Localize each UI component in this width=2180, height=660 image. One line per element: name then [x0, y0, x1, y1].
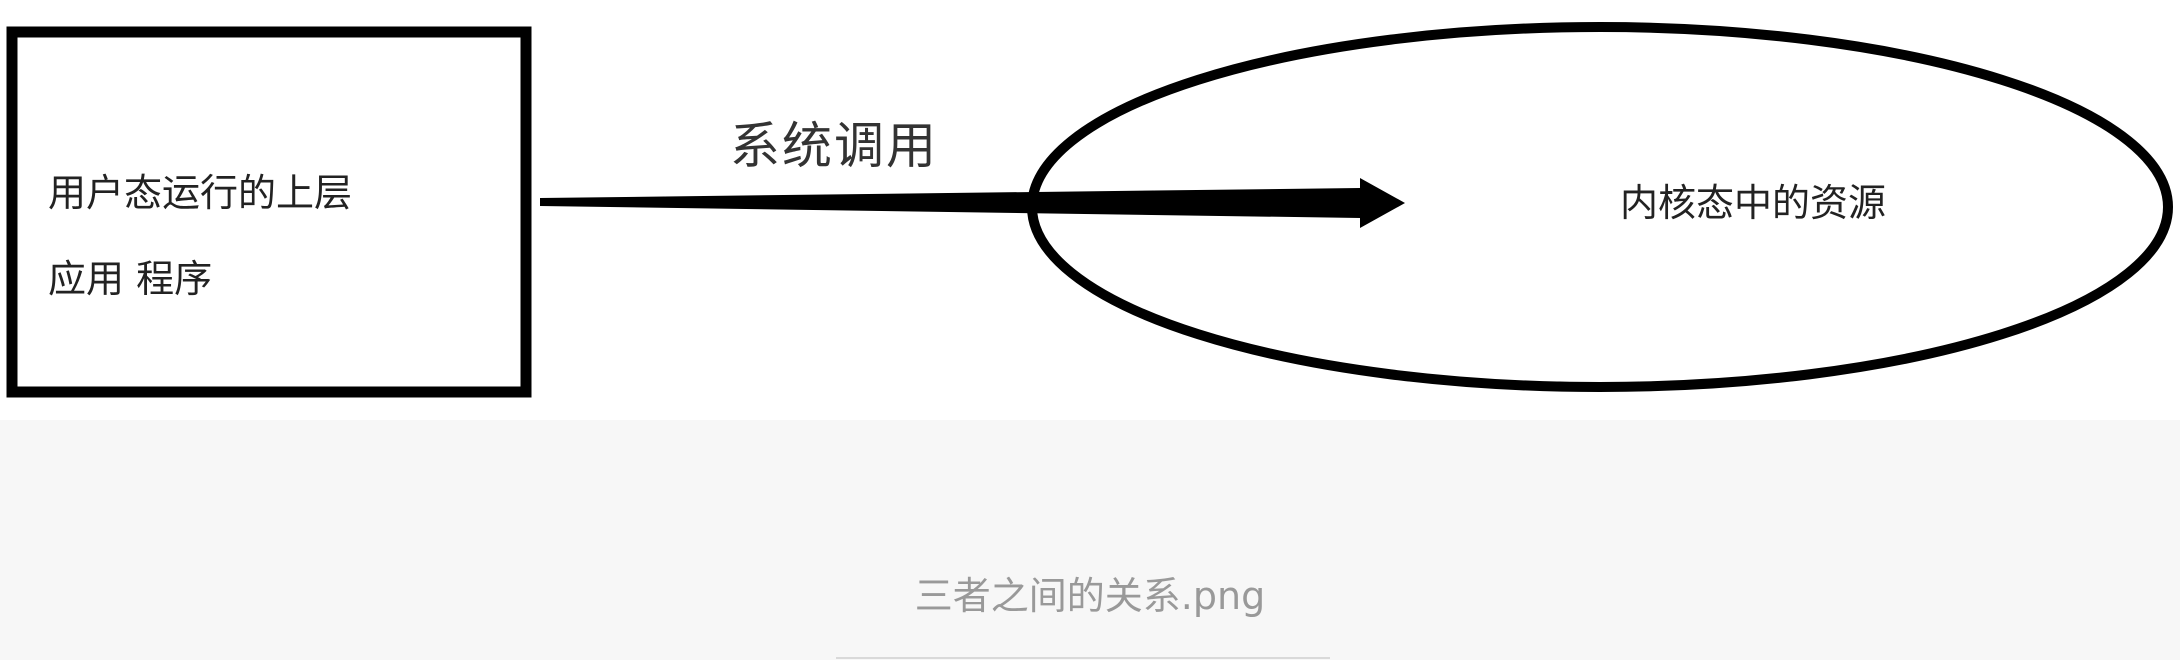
image-caption: 三者之间的关系.png [914, 574, 1266, 618]
target-node-label: 内核态中的资源 [1620, 181, 1887, 225]
diagram-canvas [6, 22, 2173, 398]
caption-area: 三者之间的关系.png [0, 420, 2180, 660]
kernel-resource-node [1027, 22, 2173, 392]
diagram-figure: 用户态运行的上层 应用 程序 系统调用 内核态中的资源 [6, 22, 2173, 398]
source-box-label: 用户态运行的上层 应用 程序 [48, 171, 353, 301]
source-box [6, 26, 532, 398]
edge-label: 系统调用 [730, 117, 938, 175]
caption-divider [836, 657, 1330, 659]
system-call-arrow [540, 178, 1405, 228]
